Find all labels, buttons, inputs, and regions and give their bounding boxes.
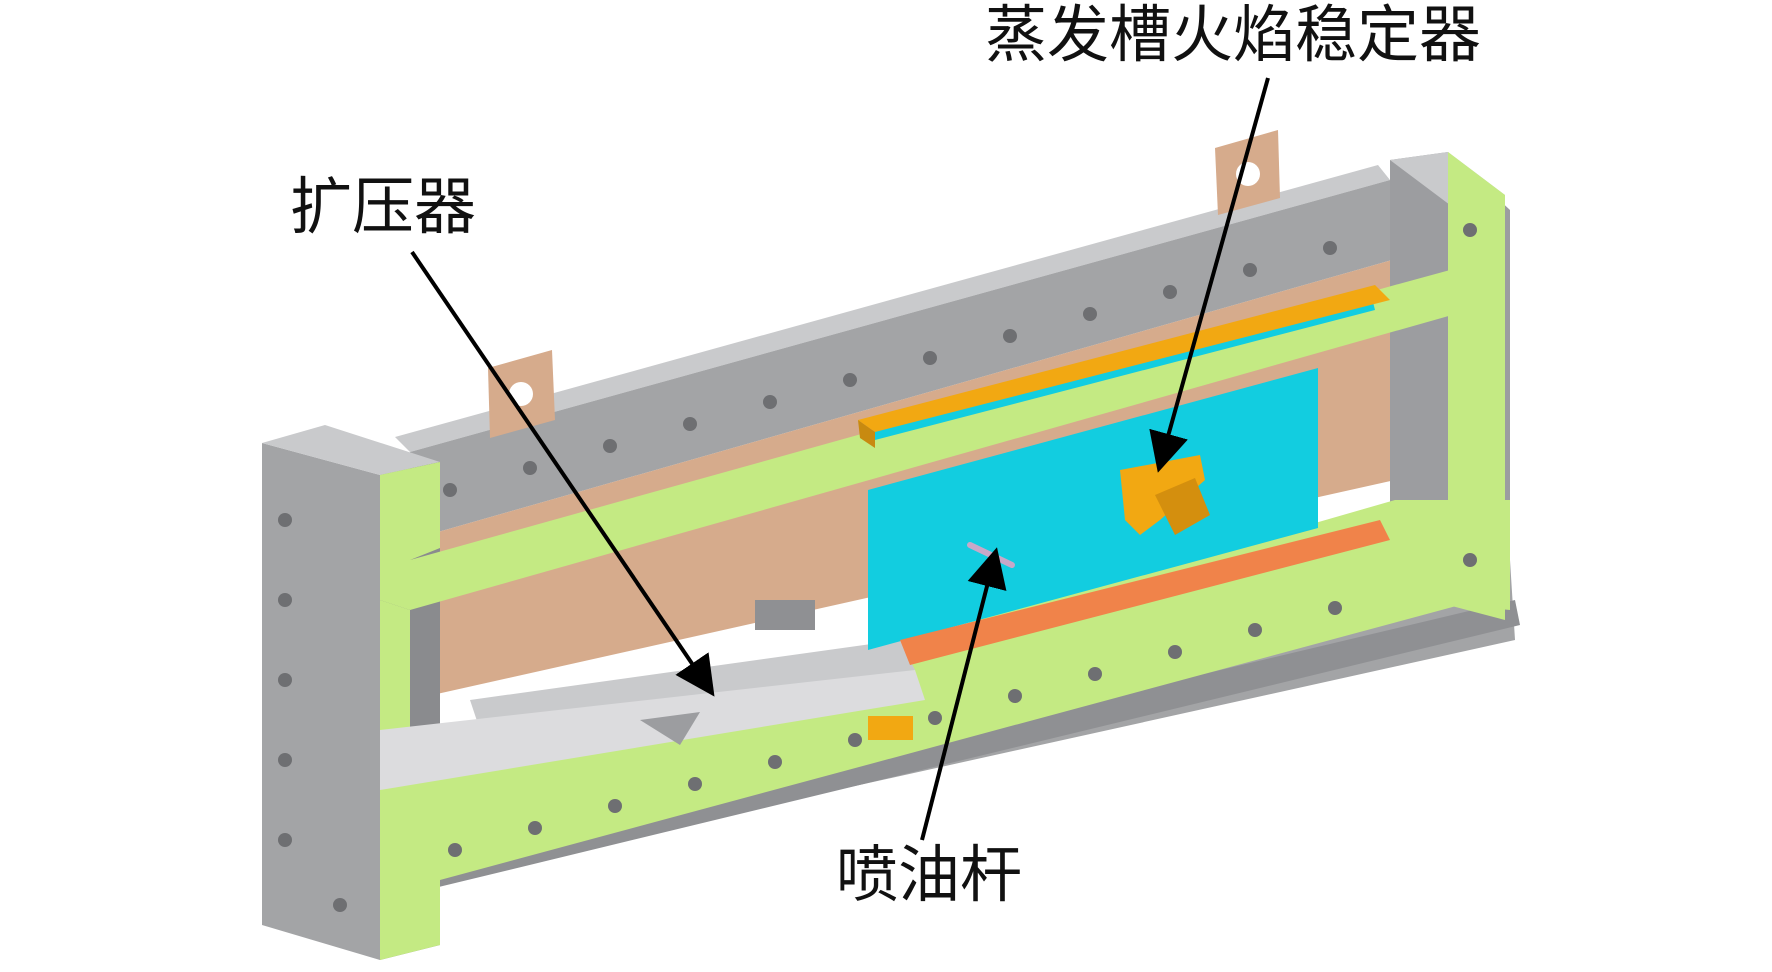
top-wall-top-face [395, 165, 1390, 452]
lower-orange-strip [900, 520, 1390, 665]
bolt-holes [278, 223, 1477, 912]
diffuser-lower-ramp [380, 670, 925, 790]
label-fuel-injector-rod: 喷油杆 [836, 838, 1023, 911]
section-face-bottom [440, 500, 1510, 880]
arrow-diffuser [410, 250, 715, 697]
section-face-right [1448, 152, 1505, 620]
arrow-injector [920, 547, 1007, 841]
top-wall-front-face [410, 180, 1392, 540]
small-block [755, 600, 815, 630]
label-flame-stabilizer: 蒸发槽火焰稳定器 [985, 0, 1482, 71]
left-flange-front [262, 443, 380, 960]
stabilizer-fin [1155, 478, 1210, 535]
bottom-wall-lower-band [380, 600, 1520, 900]
upper-gold-rail-lip [858, 420, 875, 448]
upper-gold-rail [858, 285, 1390, 432]
bottom-tab [868, 716, 913, 740]
flame-stabilizer [1120, 455, 1210, 535]
left-flange-top [262, 425, 440, 475]
diffuser-ramp-shadow [640, 712, 700, 745]
arrow-stabilizer [1149, 77, 1270, 473]
label-diffuser: 扩压器 [290, 170, 477, 243]
